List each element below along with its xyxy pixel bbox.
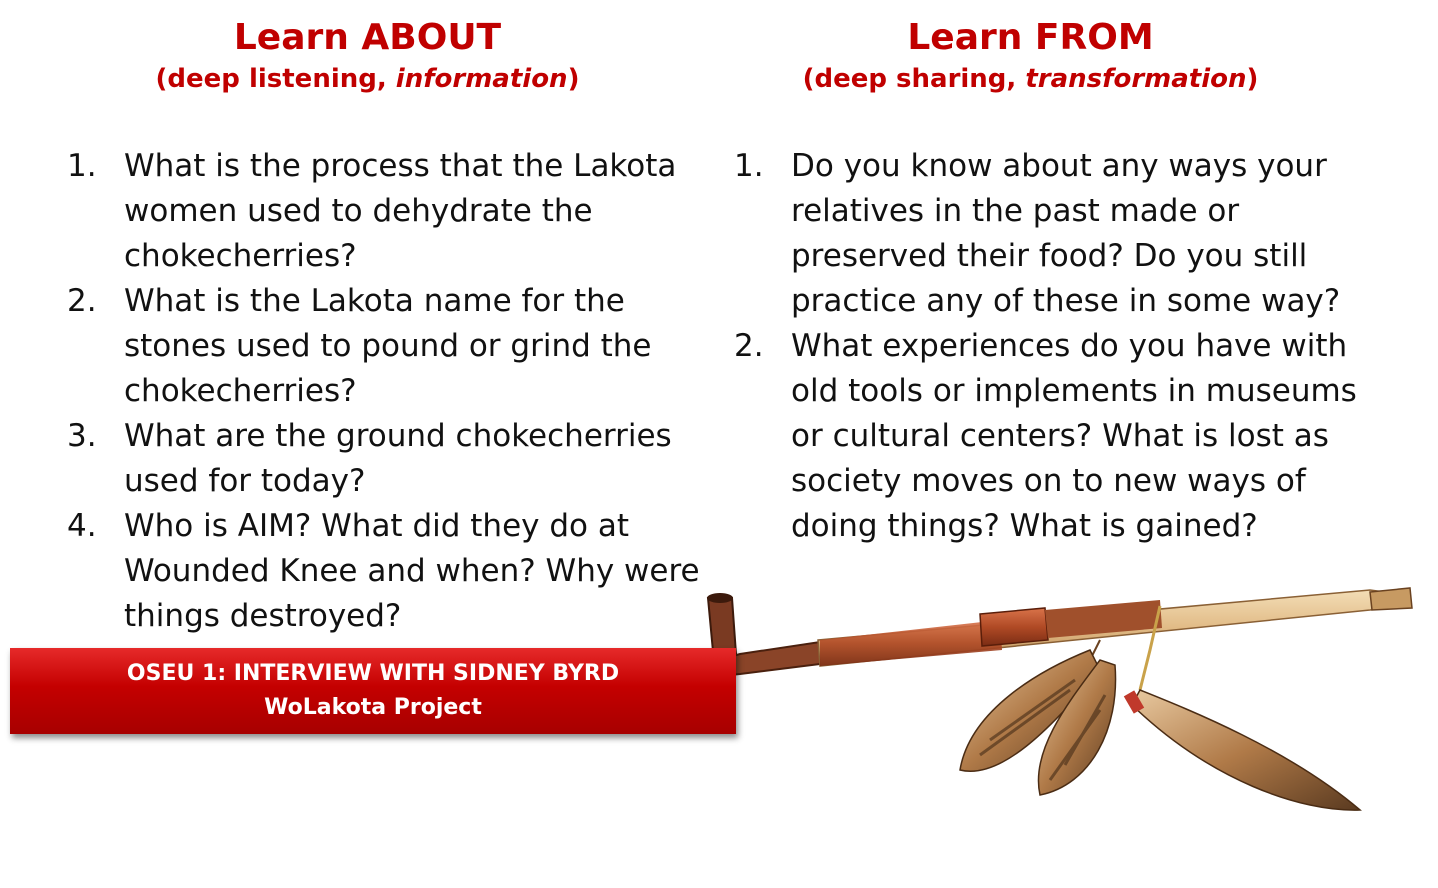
list-item: 1. What is the process that the Lakota wo…	[67, 144, 707, 279]
learn-about-questions: 1. What is the process that the Lakota wo…	[67, 144, 707, 639]
item-text: What are the ground chokecherries used f…	[124, 418, 672, 499]
banner-subtitle: WoLakota Project	[264, 695, 482, 720]
subtitle-italic: transformation	[1025, 64, 1247, 94]
list-item: 1. Do you know about any ways your relati…	[734, 144, 1374, 324]
subtitle-prefix: (deep listening,	[155, 64, 396, 94]
item-number: 1.	[67, 148, 97, 184]
learn-from-questions: 1. Do you know about any ways your relati…	[734, 144, 1374, 549]
learn-about-subtitle: (deep listening, information)	[95, 60, 640, 98]
banner-title: OSEU 1: INTERVIEW WITH SIDNEY BYRD	[126, 661, 620, 686]
list-item: 2. What experiences do you have with old …	[734, 324, 1374, 549]
list-item: 3. What are the ground chokecherries used…	[67, 414, 707, 504]
ceremonial-pipe-with-feathers-icon	[676, 587, 1413, 811]
item-number: 2.	[67, 283, 97, 319]
learn-from-title: Learn FROM	[907, 17, 1154, 58]
item-text: What is the Lakota name for the stones u…	[124, 283, 652, 409]
list-item: 4. Who is AIM? What did they do at Wounde…	[67, 504, 707, 639]
item-text: Who is AIM? What did they do at Wounded …	[124, 508, 700, 634]
item-number: 4.	[67, 508, 97, 544]
learn-about-heading: Learn ABOUT (deep listening, information…	[95, 16, 640, 98]
item-number: 2.	[734, 328, 764, 364]
subtitle-prefix: (deep sharing,	[802, 64, 1026, 94]
learn-about-title: Learn ABOUT	[233, 17, 502, 58]
item-text: Do you know about any ways your relative…	[791, 148, 1341, 319]
learn-from-heading: Learn FROM (deep sharing, transformation…	[748, 16, 1313, 98]
item-number: 1.	[734, 148, 764, 184]
item-text: What experiences do you have with old to…	[791, 328, 1357, 544]
item-number: 3.	[67, 418, 97, 454]
subtitle-suffix: )	[567, 64, 580, 94]
learn-from-subtitle: (deep sharing, transformation)	[748, 60, 1313, 98]
video-title-banner: OSEU 1: INTERVIEW WITH SIDNEY BYRD WoLak…	[10, 648, 736, 734]
subtitle-suffix: )	[1246, 64, 1259, 94]
subtitle-italic: information	[395, 64, 568, 94]
item-text: What is the process that the Lakota wome…	[124, 148, 677, 274]
list-item: 2. What is the Lakota name for the stones…	[67, 279, 707, 414]
